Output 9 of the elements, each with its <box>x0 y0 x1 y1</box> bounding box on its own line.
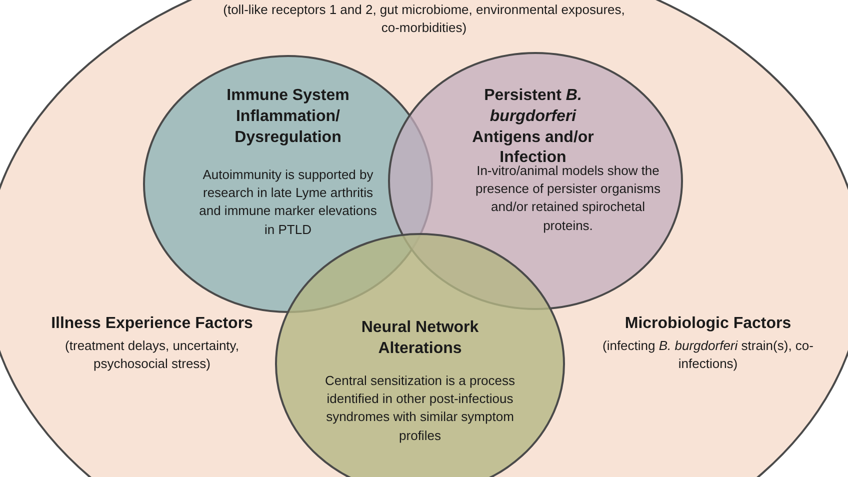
description: Autoimmunity is supported by research in late Lyme arthritis and immune marker elevations in PTLD <box>198 166 378 239</box>
description: (treatment delays, uncertainty, psychosocial stress) <box>64 337 240 374</box>
description: (infecting B. burgdorferi strain(s), co-infections) <box>602 337 814 374</box>
description: (toll-like receptors 1 and 2, gut microbiome, environmental exposures, co-morbidities) <box>222 1 626 38</box>
heading: Neural Network Alterations <box>360 318 480 359</box>
description: Central sensitization is a process identified in other post-infectious syndromes with similar symptom profiles <box>324 372 516 445</box>
heading: Illness Experience Factors <box>50 314 254 334</box>
heading: Immune System Inflammation/ Dysregulation <box>226 86 350 148</box>
heading: Microbiologic Factors <box>624 314 792 334</box>
